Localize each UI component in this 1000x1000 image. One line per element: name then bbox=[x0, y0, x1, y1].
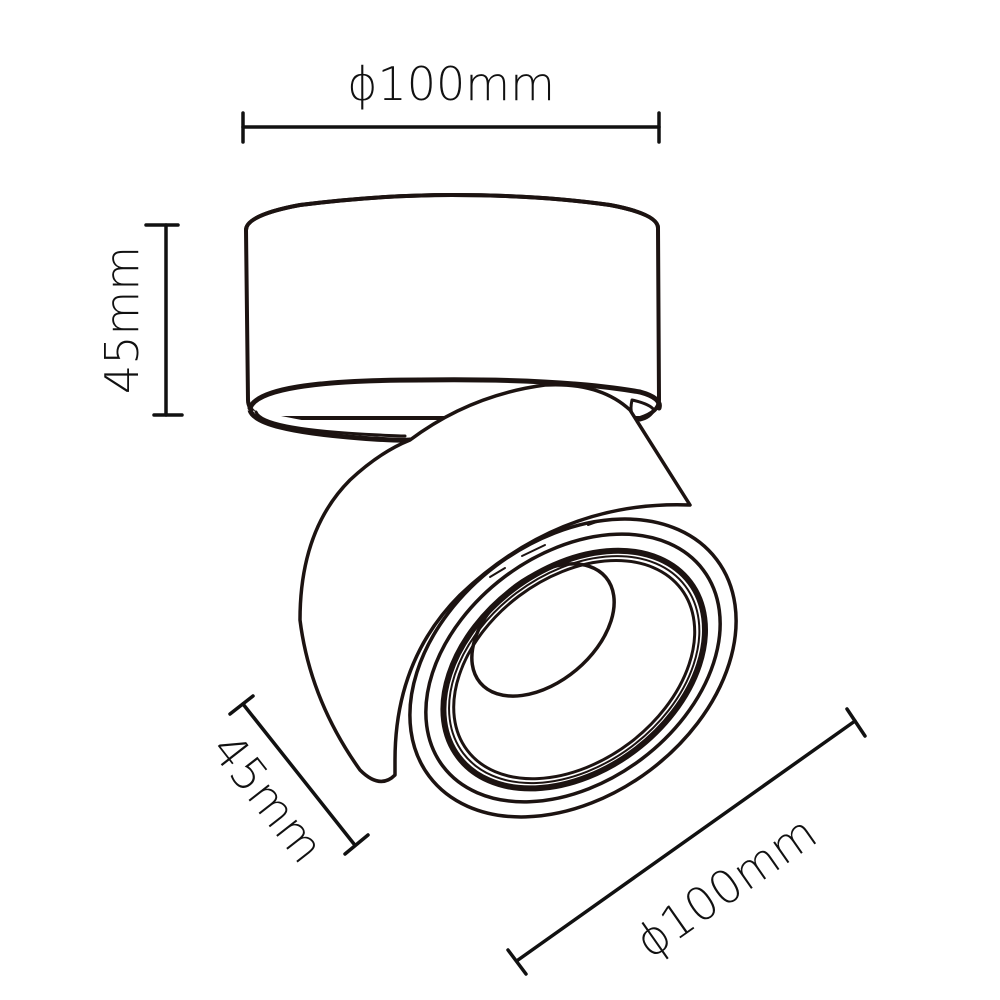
label-base-height: 45mm bbox=[95, 246, 149, 394]
tilting-head bbox=[298, 382, 692, 784]
front-bezel bbox=[408, 517, 738, 819]
trim-notches bbox=[489, 519, 603, 578]
lens bbox=[470, 562, 616, 698]
label-head-depth: 45mm bbox=[201, 723, 335, 873]
label-base-diameter: ϕ100mm bbox=[347, 57, 555, 111]
dimension-base-diameter: ϕ100mm bbox=[241, 57, 661, 144]
base-cylinder bbox=[244, 193, 662, 443]
dimension-base-height: 45mm bbox=[95, 223, 184, 417]
label-head-diameter: ϕ100mm bbox=[625, 805, 826, 968]
